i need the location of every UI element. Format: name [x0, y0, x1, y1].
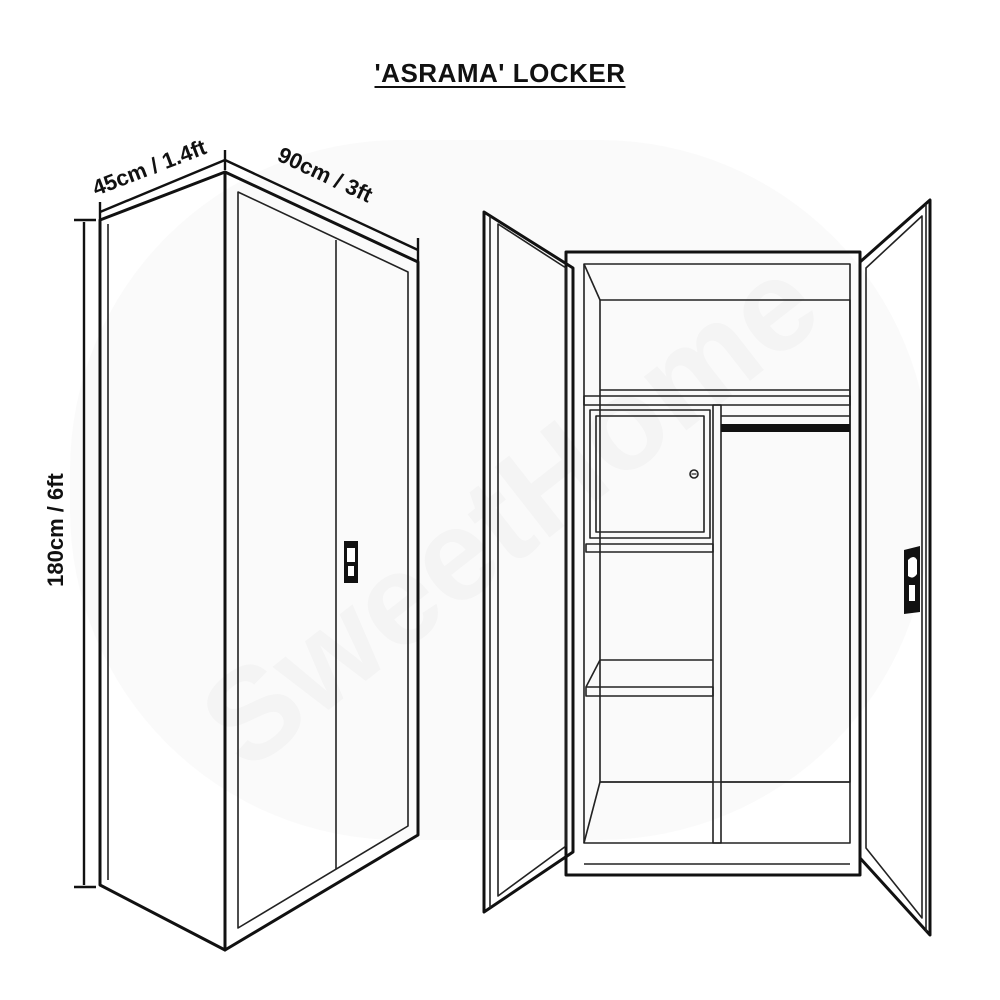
- perspective-edge-bottom-left: [583, 781, 601, 844]
- diagram-title: 'ASRAMA' LOCKER: [374, 58, 626, 88]
- depth-dimension-line: [99, 158, 226, 214]
- top-shelf: [583, 395, 851, 406]
- closed-locker: [98, 170, 420, 952]
- open-left-door-inner: [497, 223, 567, 897]
- inner-safe-door: [595, 415, 705, 533]
- closed-locker-front: [223, 170, 420, 952]
- perspective-edge-top-left: [583, 263, 601, 301]
- hanging-rail: [721, 424, 850, 432]
- open-locker-inner-frame: [583, 263, 851, 844]
- open-locker-handle: [904, 546, 920, 614]
- left-shelf-2: [585, 686, 714, 697]
- closed-locker-handle-lock: [348, 566, 354, 576]
- left-shelf-2-side-edge: [585, 659, 601, 688]
- open-locker-handle-lock: [909, 585, 915, 601]
- closed-locker-handle-grip: [347, 548, 355, 562]
- height-label: 180cm / 6ft: [43, 472, 68, 586]
- width-dimension-line: [224, 158, 419, 252]
- open-right-door-inner: [865, 215, 923, 919]
- closed-locker-handle: [344, 541, 358, 583]
- open-locker-handle-grip: [908, 557, 917, 578]
- open-locker: [482, 198, 932, 937]
- open-locker-handle-plate: [904, 546, 920, 614]
- inner-safe-box: [589, 409, 711, 539]
- open-right-door: [858, 198, 932, 937]
- vertical-divider: [712, 404, 722, 844]
- closed-locker-door-frame: [237, 191, 409, 929]
- dimension-lines: [74, 150, 420, 889]
- open-left-door: [482, 210, 575, 914]
- watermark: SweetHome: [70, 140, 930, 840]
- left-shelf-1: [585, 543, 714, 553]
- safe-keyhole-icon: [689, 469, 699, 479]
